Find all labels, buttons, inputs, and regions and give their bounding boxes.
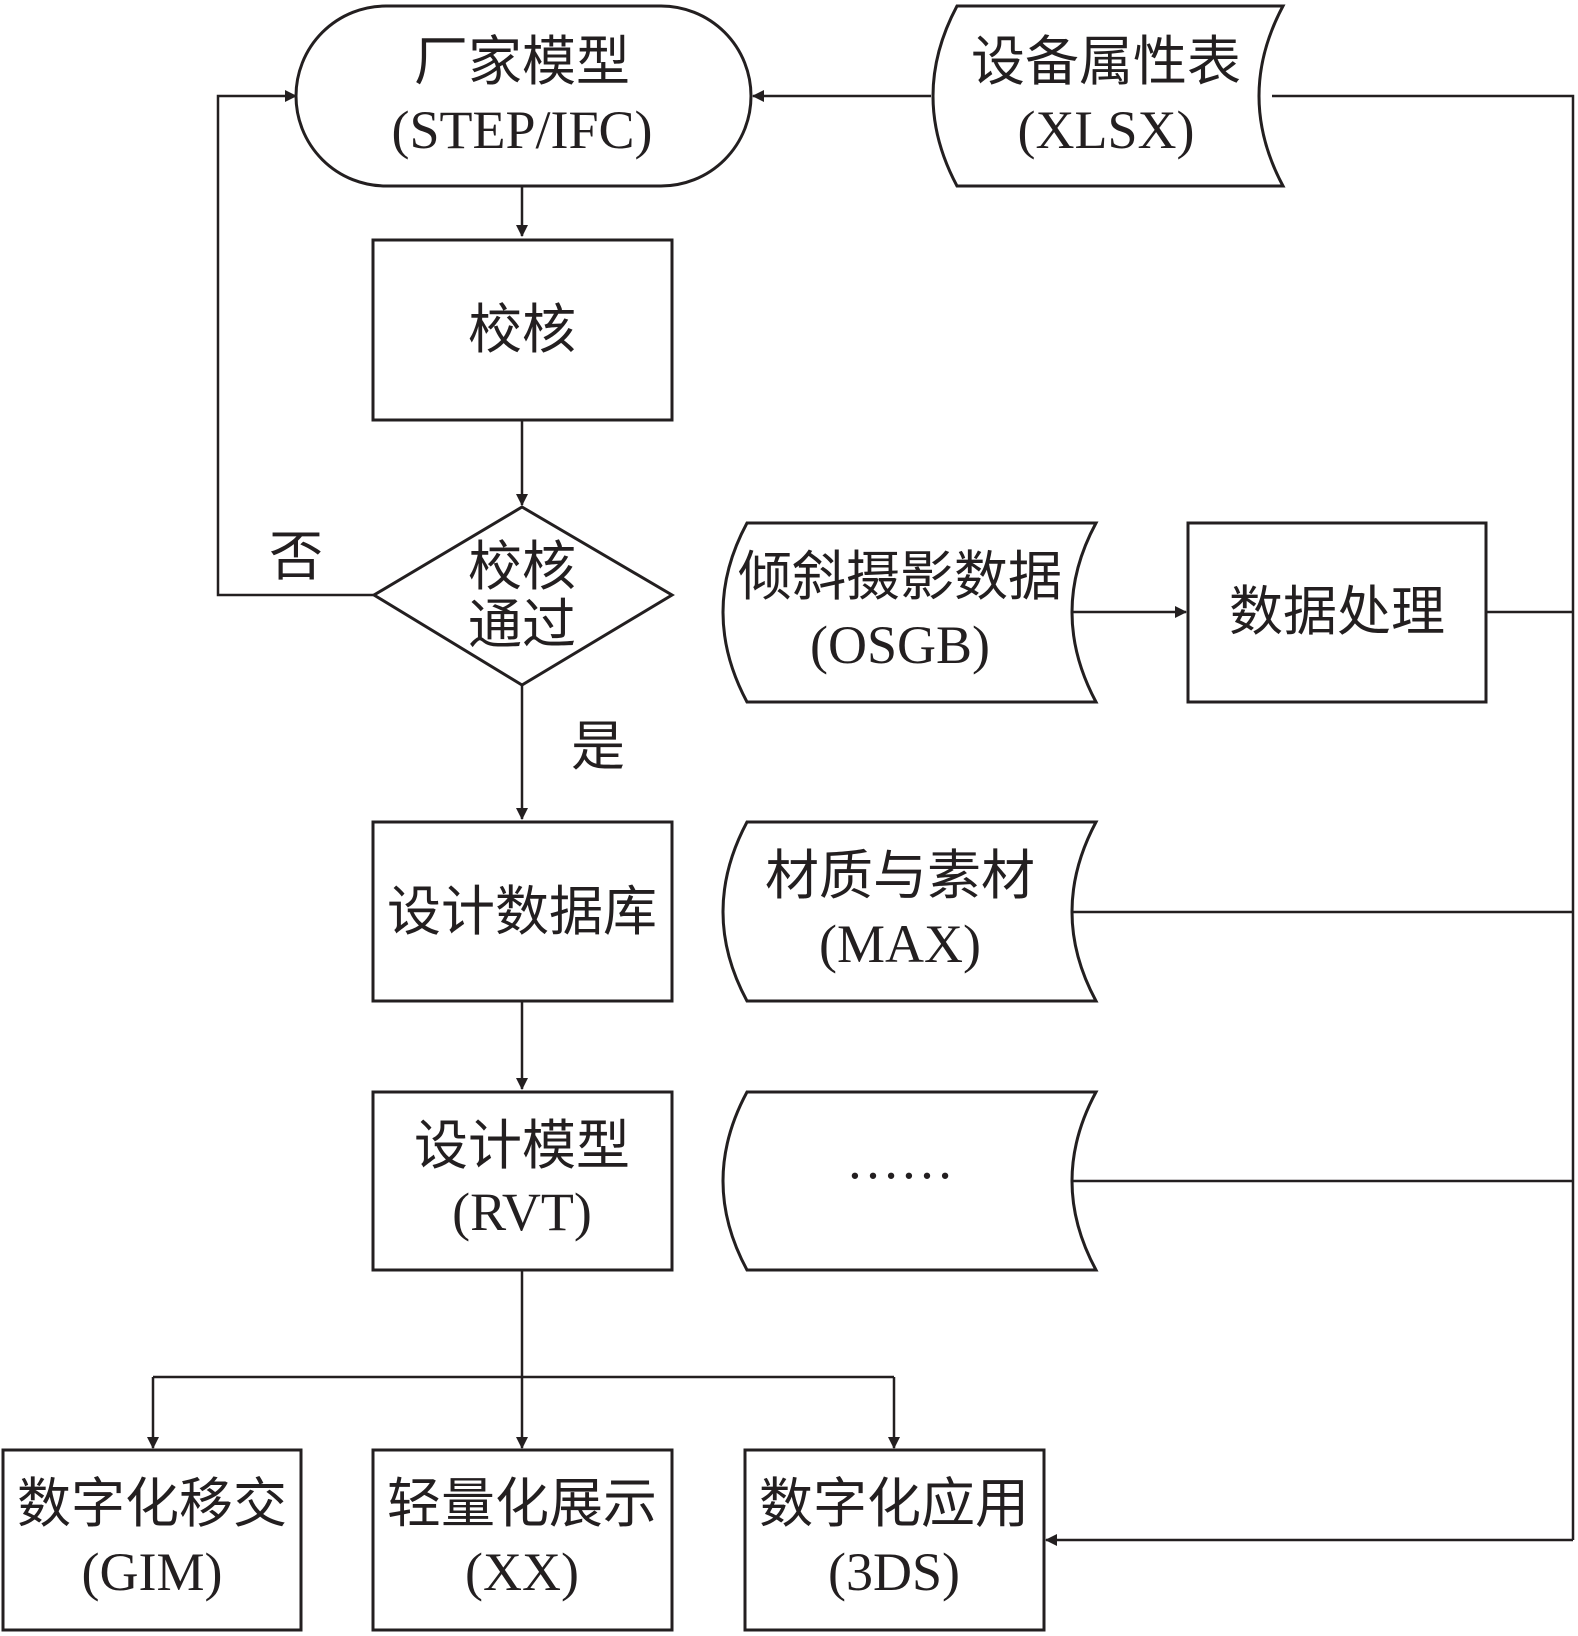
node-vendor-model: 厂家模型 (STEP/IFC) — [294, 4, 753, 188]
node-digital-application: 数字化应用 (3DS) — [743, 1448, 1046, 1632]
decision-line-2: 通过 — [468, 593, 576, 656]
node-more-inputs: …… — [721, 1090, 1099, 1272]
branch-yes-label: 是 — [571, 715, 625, 778]
lightweight-display-title: 轻量化展示 — [387, 1472, 657, 1535]
check-title: 校核 — [468, 298, 576, 361]
node-digital-handover: 数字化移交 (GIM) — [1, 1448, 303, 1632]
arrow-no-loop — [216, 90, 374, 597]
equipment-attrs-format: (XLSX) — [1018, 100, 1195, 160]
branch-no-label: 否 — [269, 525, 323, 588]
line-attrs-to-bus — [1272, 94, 1575, 1540]
vendor-model-title: 厂家模型 — [414, 30, 630, 93]
digital-application-format: (3DS) — [828, 1542, 960, 1602]
materials-title: 材质与素材 — [765, 844, 1035, 907]
node-lightweight-display: 轻量化展示 (XX) — [371, 1448, 674, 1632]
design-model-format: (RVT) — [452, 1182, 592, 1242]
decision-line-1: 校核 — [468, 535, 576, 598]
node-check: 校核 — [371, 238, 674, 422]
more-inputs-ellipsis: …… — [846, 1130, 954, 1190]
design-model-title: 设计模型 — [414, 1114, 630, 1177]
node-data-processing: 数据处理 — [1186, 521, 1488, 704]
digital-handover-format: (GIM) — [82, 1542, 223, 1602]
node-materials: 材质与素材 (MAX) — [721, 820, 1099, 1003]
connectors — [147, 90, 1575, 1546]
node-equipment-attributes: 设备属性表 (XLSX) — [931, 4, 1286, 188]
node-design-database: 设计数据库 — [371, 820, 674, 1003]
node-design-model: 设计模型 (RVT) — [371, 1090, 674, 1272]
data-processing-title: 数据处理 — [1229, 580, 1445, 643]
materials-format: (MAX) — [819, 914, 981, 974]
node-oblique-photo-data: 倾斜摄影数据 (OSGB) — [721, 521, 1099, 704]
oblique-photo-format: (OSGB) — [810, 615, 990, 675]
digital-application-title: 数字化应用 — [759, 1472, 1029, 1535]
design-database-title: 设计数据库 — [387, 880, 657, 943]
equipment-attrs-title: 设备属性表 — [971, 30, 1241, 93]
lightweight-display-format: (XX) — [465, 1542, 579, 1602]
oblique-photo-title: 倾斜摄影数据 — [738, 545, 1062, 608]
node-check-passed-decision: 校核 通过 — [371, 505, 675, 687]
vendor-model-format: (STEP/IFC) — [391, 100, 652, 160]
digital-handover-title: 数字化移交 — [17, 1472, 287, 1535]
